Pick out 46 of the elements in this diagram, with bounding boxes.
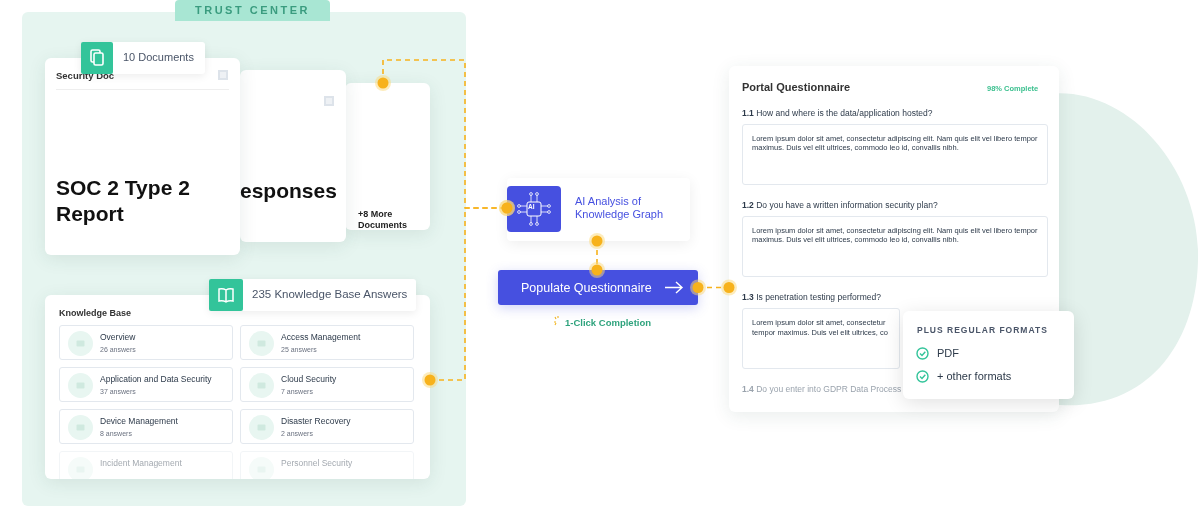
category-card (240, 409, 414, 444)
category-title: Cloud Security (281, 374, 337, 385)
answer-field (742, 308, 900, 369)
answer-count-badge (209, 279, 416, 311)
category-card (59, 409, 233, 444)
question-text: 1.3 Is penetration testing performed? (742, 292, 881, 303)
document-heading: esponses (240, 178, 338, 204)
document-heading: SOC 2 Type 2 Report (56, 175, 191, 228)
more-documents-text: +8 More Documents (358, 209, 408, 231)
card-title: Portal Questionnaire (742, 81, 851, 95)
formats-tooltip (903, 311, 1074, 399)
connector (422, 200, 515, 388)
category-card (59, 325, 233, 360)
card-title: Knowledge Base (59, 308, 132, 319)
format-item: PDF (937, 347, 959, 361)
category-title: Personnel Security (281, 458, 353, 469)
category-card (240, 451, 414, 479)
card-title: PLUS REGULAR FORMATS (917, 325, 1048, 336)
connector (589, 233, 605, 278)
category-title: Incident Management (100, 458, 182, 469)
category-title: Application and Data Security (100, 374, 212, 385)
question-text: 1.2 Do you have a written information security plan? (742, 200, 938, 211)
badge-text: 10 Documents (123, 51, 194, 65)
populate-button: Populate Questionnaire (498, 270, 698, 305)
answer-field (742, 216, 1048, 277)
category-title: Device Management (100, 416, 178, 427)
document-card (345, 83, 430, 230)
ai-analysis-text: AI Analysis of Knowledge Graph (575, 195, 665, 222)
section-tab: TRUST CENTER (175, 0, 330, 22)
document-count-badge (81, 42, 205, 74)
category-title: Disaster Recovery (281, 416, 351, 427)
connector (690, 279, 737, 296)
category-card (59, 451, 233, 479)
category-card (240, 367, 414, 402)
badge-text: 235 Knowledge Base Answers (252, 288, 408, 302)
format-item: + other formats (937, 370, 1012, 384)
category-card (240, 325, 414, 360)
category-title: Overview (100, 332, 136, 343)
caption-text: 1-Click Completion (565, 317, 652, 329)
ai-analysis-card (507, 178, 690, 241)
question-text: 1.4 Do you enter into GDPR Data Process (742, 384, 902, 395)
category-card (59, 367, 233, 402)
category-title: Access Management (281, 332, 361, 343)
answer-field (742, 124, 1048, 185)
document-card (240, 70, 346, 242)
question-text: 1.1 How and where is the data/application hosted? (742, 108, 933, 119)
